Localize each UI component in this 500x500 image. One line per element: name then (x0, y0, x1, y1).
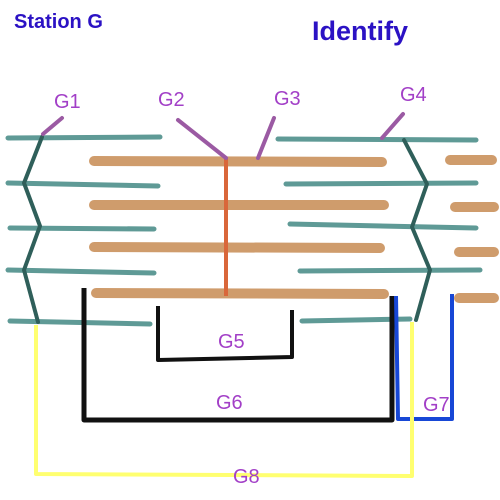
thin-filament (5, 267, 157, 276)
label-g6: G6 (216, 392, 243, 414)
thin-filament (297, 267, 483, 274)
label-g7: G7 (423, 394, 450, 416)
bracket-g5 (156, 306, 294, 362)
pointer-g1 (41, 116, 64, 136)
label-g4: G4 (400, 84, 427, 106)
thin-filament (5, 180, 161, 189)
thin-filament (275, 136, 479, 143)
z-line-left (22, 135, 44, 324)
pointer-g3 (256, 116, 276, 160)
label-g2: G2 (158, 89, 185, 111)
thin-filament (5, 134, 163, 141)
pointer-lines (41, 112, 405, 160)
thick-filament (89, 242, 385, 253)
label-g1: G1 (54, 91, 81, 113)
pointer-g4 (380, 112, 405, 140)
structure-labels: G1 G2 G3 G4 G5 G6 G7 G8 (54, 84, 450, 488)
thick-filaments (89, 155, 499, 303)
z-line-right (402, 138, 432, 322)
thick-filament (91, 288, 389, 299)
label-g8: G8 (233, 466, 260, 488)
thin-filament (7, 318, 153, 327)
pointer-g2 (176, 118, 228, 160)
bracket-g8 (34, 322, 414, 478)
label-g3: G3 (274, 88, 301, 110)
thin-filaments-left (5, 134, 163, 327)
thick-filament (89, 156, 387, 167)
thin-filament (283, 180, 479, 187)
identify-title: Identify (312, 16, 408, 46)
bracket-g6 (81, 288, 395, 423)
thin-filament (7, 225, 157, 232)
station-title: Station G (14, 11, 103, 33)
bracket-g7 (394, 294, 454, 421)
label-g5: G5 (218, 331, 245, 353)
thin-filament (287, 221, 479, 231)
